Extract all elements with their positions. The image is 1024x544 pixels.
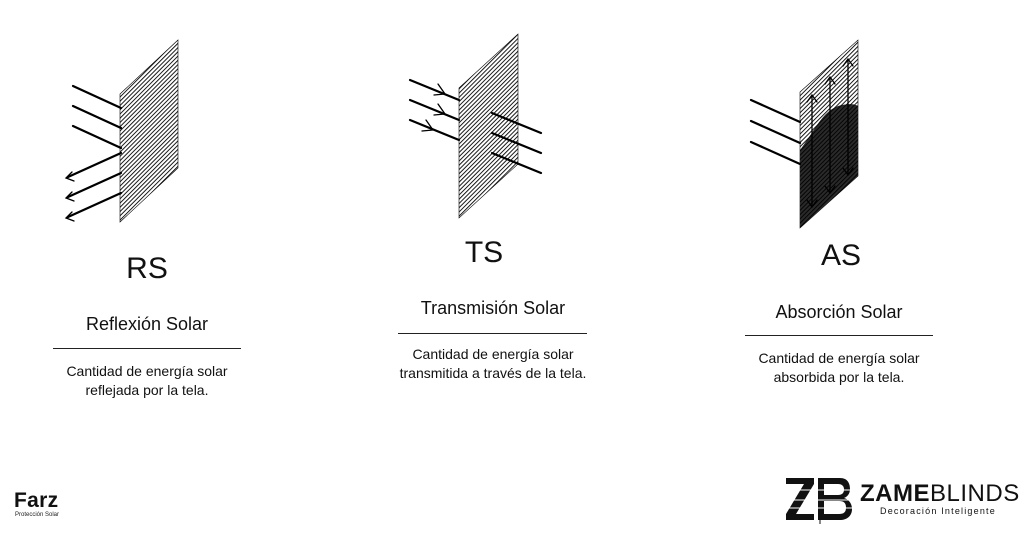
as-title: Absorción Solar	[775, 302, 903, 322]
ts-description: Cantidad de energía solar transmitida a …	[353, 345, 633, 383]
rs-description-line2: reflejada por la tela.	[85, 382, 209, 398]
farz-logo: Farz Protección Solar	[14, 489, 60, 519]
zb-monogram-icon	[784, 478, 854, 524]
rs-description: Cantidad de energía solar reflejada por …	[7, 362, 287, 400]
as-divider	[745, 335, 933, 336]
rs-description-line1: Cantidad de energía solar	[66, 363, 228, 379]
ts-divider	[398, 333, 587, 334]
rs-code: RS	[126, 252, 168, 285]
ts-description-line2: transmitida a través de la tela.	[399, 365, 587, 381]
ts-description-line1: Cantidad de energía solar	[412, 346, 574, 362]
farz-logo-name: Farz	[14, 489, 59, 512]
as-code: AS	[820, 239, 862, 272]
as-description: Cantidad de energía solar absorbida por …	[699, 349, 979, 387]
farz-logo-tagline: Protección Solar	[15, 512, 60, 518]
zameblinds-brand: ZAMEBLINDS	[860, 480, 1020, 508]
zameblinds-brand-bold: ZAME	[860, 480, 930, 507]
zameblinds-slogan: Decoración Inteligente	[880, 506, 996, 516]
zameblinds-logo: ZAMEBLINDS Decoración Inteligente	[784, 474, 1019, 526]
rs-divider	[53, 348, 241, 349]
as-description-line2: absorbida por la tela.	[773, 369, 905, 385]
ts-code: TS	[464, 236, 504, 269]
ts-title: Transmisión Solar	[420, 298, 566, 318]
rs-title: Reflexión Solar	[85, 314, 209, 334]
as-description-line1: Cantidad de energía solar	[758, 350, 920, 366]
zameblinds-brand-light: BLINDS	[930, 480, 1020, 507]
